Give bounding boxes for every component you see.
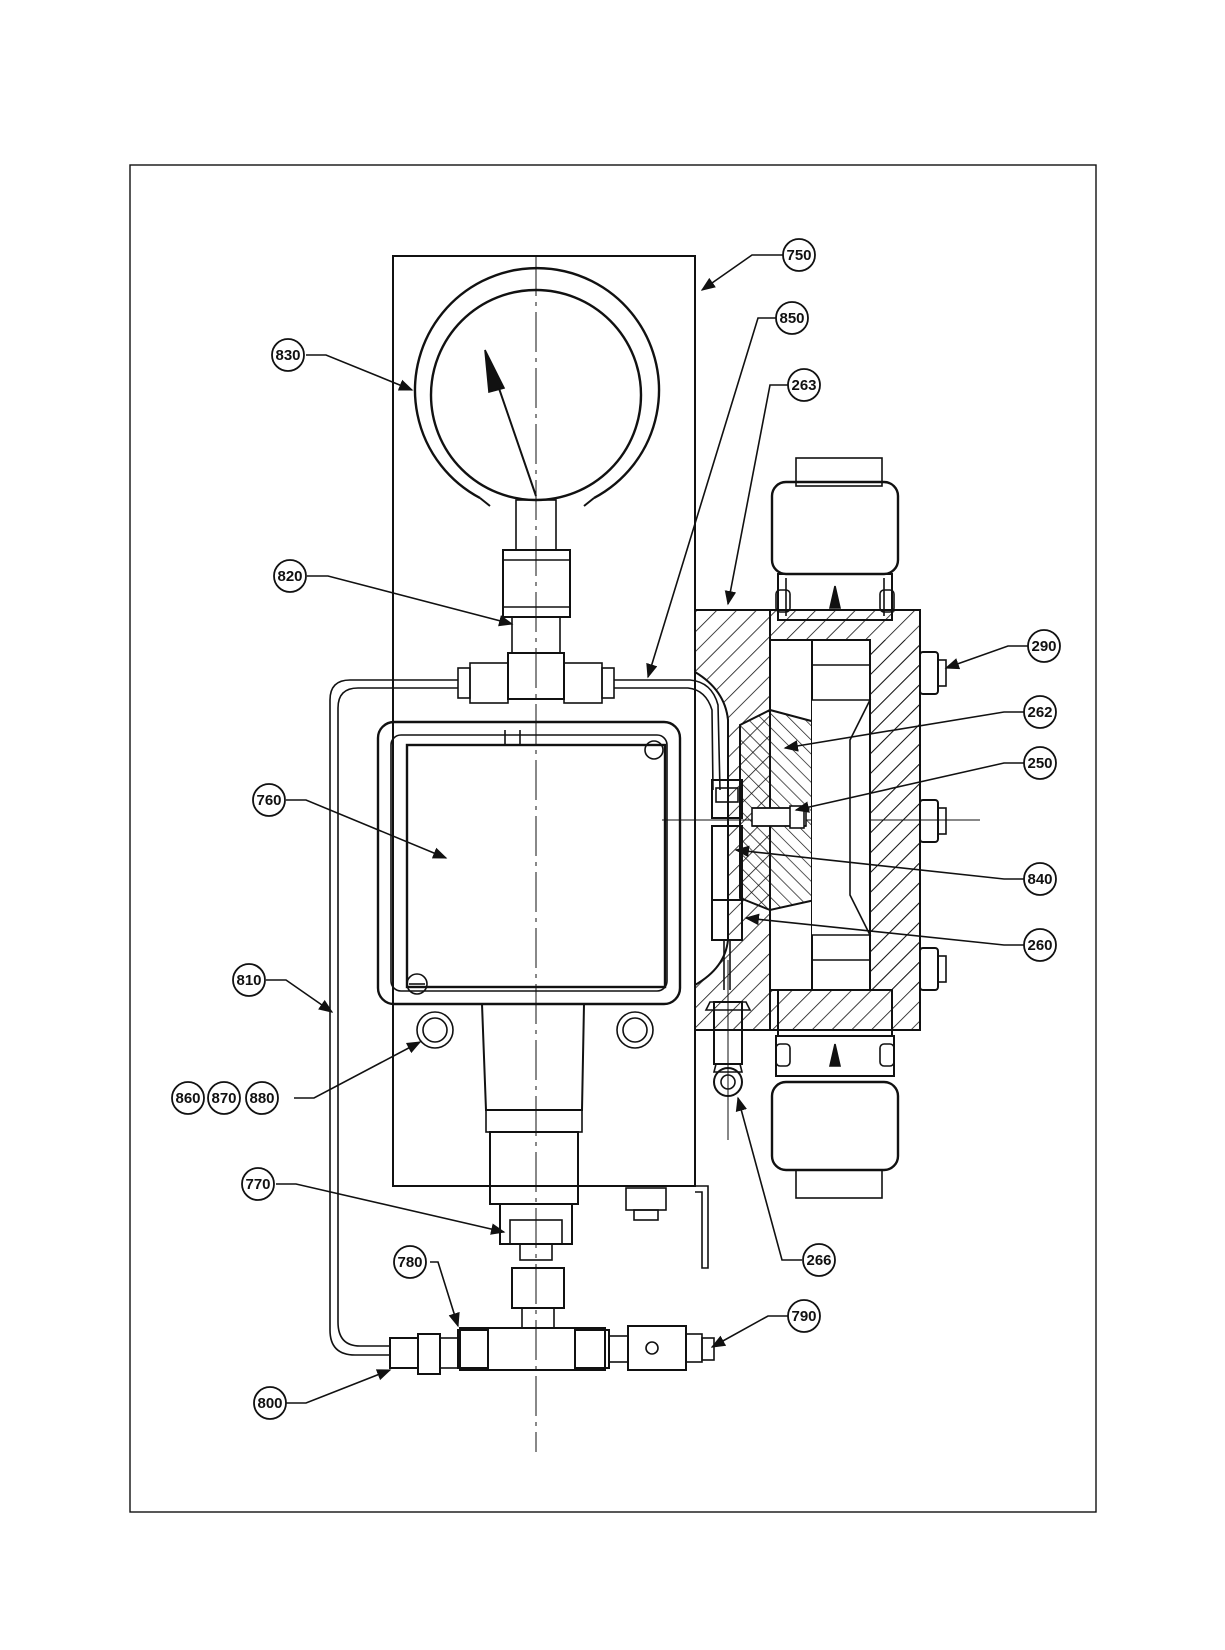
svg-text:810: 810 [236, 972, 261, 989]
vent-valve-790 [628, 1326, 686, 1370]
svg-text:262: 262 [1027, 704, 1052, 721]
callout-260: 260 [1024, 929, 1056, 961]
callout-800: 800 [254, 1387, 286, 1419]
sensor-element [740, 710, 820, 910]
svg-text:870: 870 [211, 1090, 236, 1107]
callout-266: 266 [803, 1244, 835, 1276]
callout-830: 830 [272, 339, 304, 371]
svg-text:250: 250 [1027, 755, 1052, 772]
svg-text:760: 760 [256, 792, 281, 809]
leader-750 [702, 255, 784, 290]
fitting-800 [390, 1338, 418, 1368]
svg-text:780: 780 [397, 1254, 422, 1271]
leader-880 [294, 1042, 420, 1098]
drawing-frame [130, 165, 1096, 1512]
upper-union [772, 458, 898, 620]
callout-880: 880 [246, 1082, 278, 1114]
callout-750: 750 [783, 239, 815, 271]
leader-266 [738, 1098, 802, 1260]
svg-text:790: 790 [791, 1308, 816, 1325]
gauge-needle [485, 350, 504, 392]
svg-text:263: 263 [791, 377, 816, 394]
callout-760: 760 [253, 784, 285, 816]
callout-840: 840 [1024, 863, 1056, 895]
leader-830 [306, 355, 412, 390]
svg-text:266: 266 [806, 1252, 831, 1269]
svg-text:880: 880 [249, 1090, 274, 1107]
callout-850: 850 [776, 302, 808, 334]
callout-860: 860 [172, 1082, 204, 1114]
callout-820: 820 [274, 560, 306, 592]
callout-290: 290 [1028, 630, 1060, 662]
callout-250: 250 [1024, 747, 1056, 779]
svg-text:850: 850 [779, 310, 804, 327]
leader-820 [307, 576, 512, 624]
callout-810: 810 [233, 964, 265, 996]
leader-790 [712, 1316, 788, 1347]
leader-780 [430, 1262, 458, 1326]
svg-text:840: 840 [1027, 871, 1052, 888]
svg-text:830: 830 [275, 347, 300, 364]
callout-790: 790 [788, 1300, 820, 1332]
pressure-gauge [415, 268, 659, 506]
svg-text:290: 290 [1031, 638, 1056, 655]
svg-text:820: 820 [277, 568, 302, 585]
svg-text:750: 750 [786, 247, 811, 264]
callout-870: 870 [208, 1082, 240, 1114]
lower-tee [458, 1268, 609, 1370]
leader-810 [266, 980, 332, 1012]
plate-nut [626, 1188, 666, 1210]
leader-800 [286, 1370, 390, 1403]
svg-text:770: 770 [245, 1176, 270, 1193]
svg-text:800: 800 [257, 1395, 282, 1412]
callout-262: 262 [1024, 696, 1056, 728]
callout-770: 770 [242, 1168, 274, 1200]
callout-263: 263 [788, 369, 820, 401]
svg-text:260: 260 [1027, 937, 1052, 954]
leader-760 [286, 800, 446, 858]
plate-bracket [695, 1186, 708, 1268]
callout-780: 780 [394, 1246, 426, 1278]
svg-text:860: 860 [175, 1090, 200, 1107]
pressure-switch [378, 722, 680, 1204]
leader-770 [276, 1184, 504, 1232]
leader-290 [946, 646, 1028, 668]
